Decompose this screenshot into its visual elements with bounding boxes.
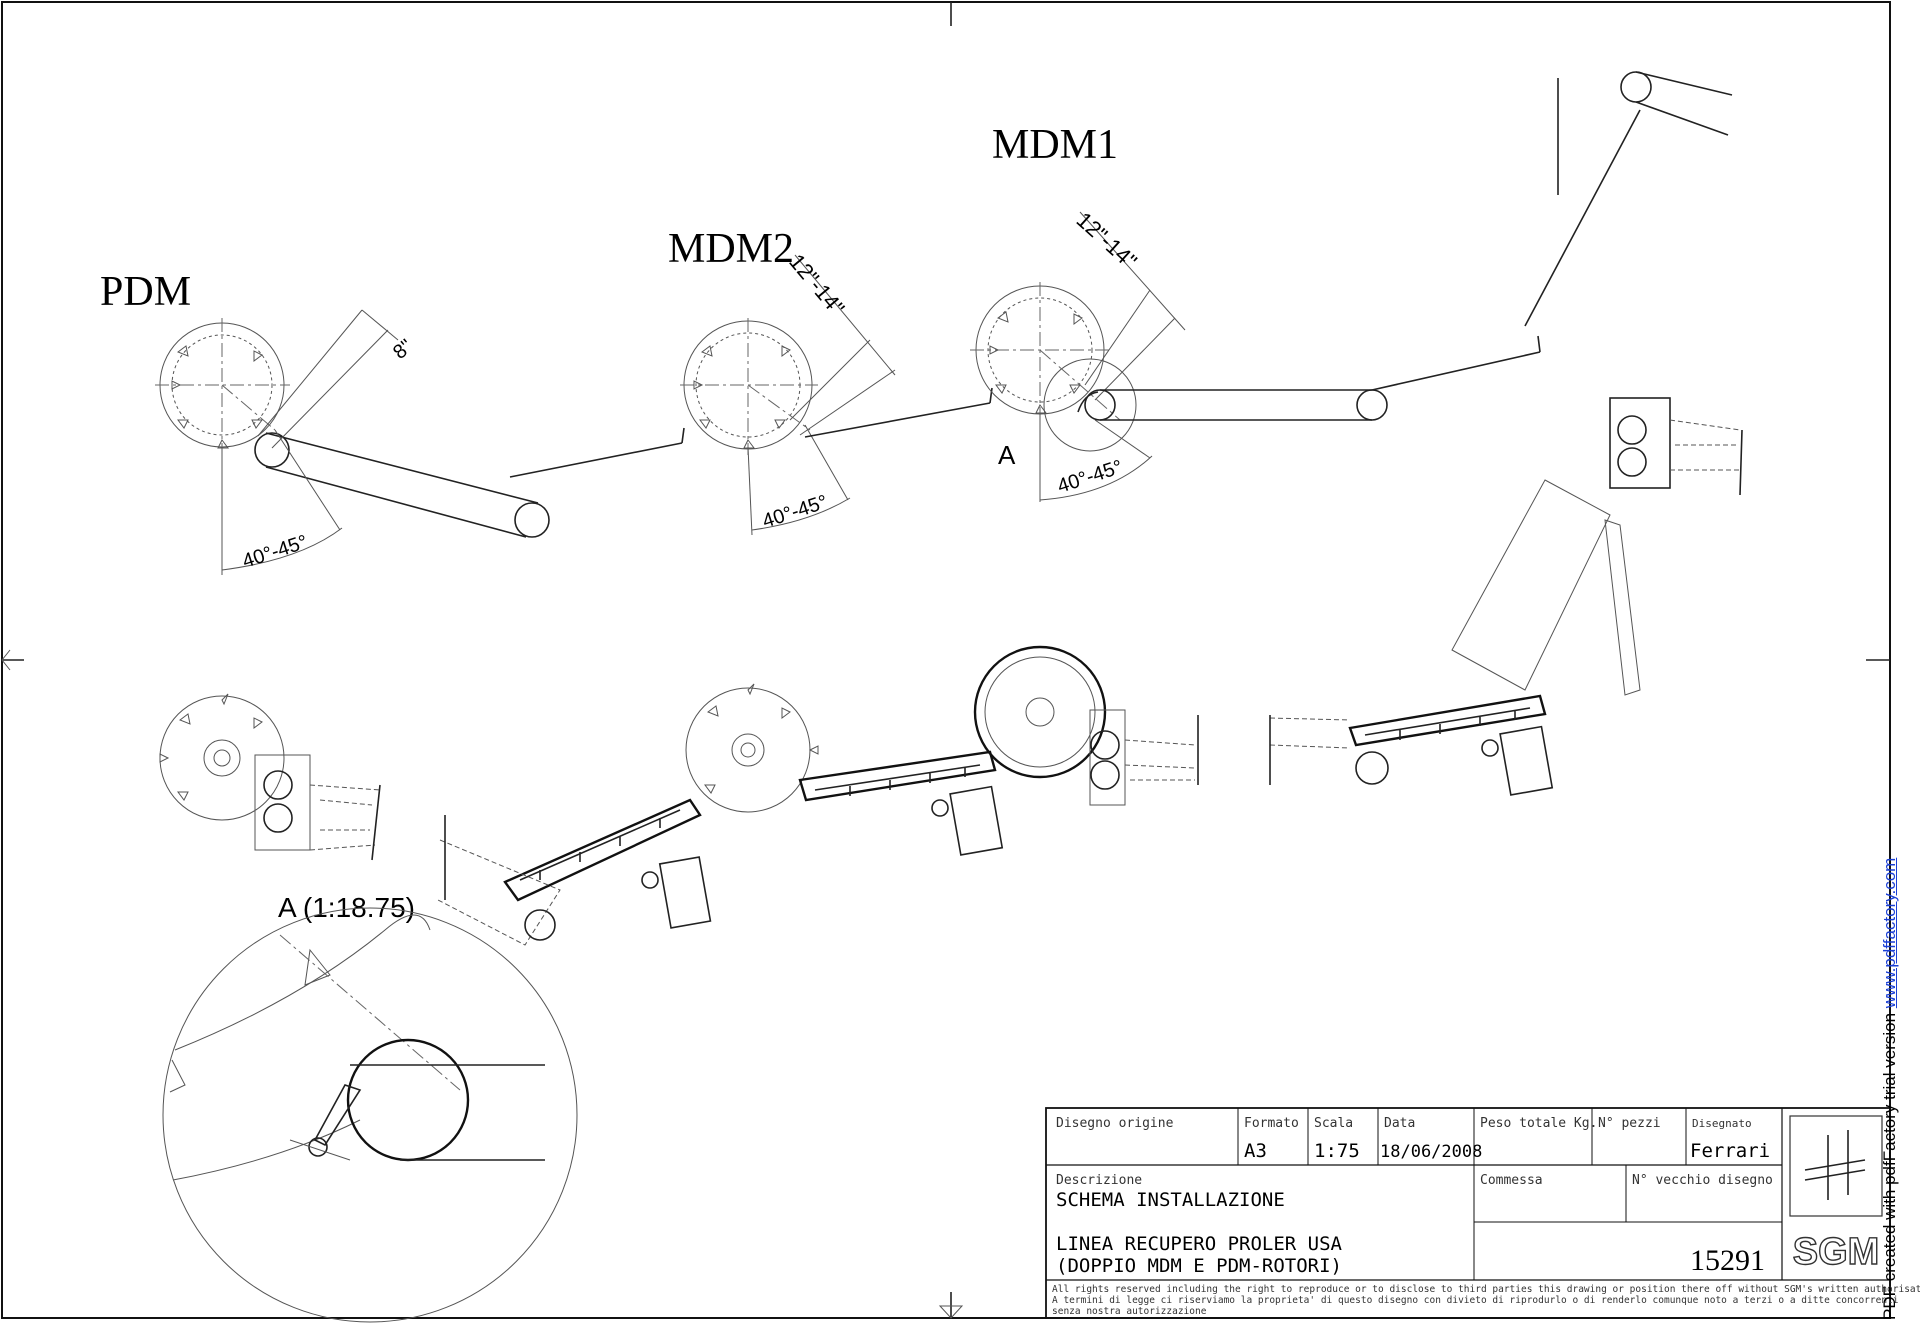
mdm2-dimension — [789, 254, 896, 436]
mdm2-dimension-text: 12"-14" — [784, 249, 849, 320]
pdm-conveyor — [254, 432, 550, 538]
disegno-origine-label: Disegno origine — [1056, 1116, 1174, 1131]
elevation-view — [159, 397, 1743, 946]
rights-line1: All rights reserved including the right … — [1052, 1284, 1920, 1295]
mdm2-angle-arc — [747, 424, 851, 536]
sgm-logo-text: SGM — [1793, 1231, 1880, 1273]
mdm2-angle-text: 40°-45° — [760, 491, 831, 533]
disegnato-label: Disegnato — [1692, 1117, 1752, 1130]
mdm1-dimension — [1079, 211, 1186, 401]
sgm-logo-frame — [1789, 1115, 1883, 1217]
detail-a-title: A (1:18.75) — [278, 892, 415, 923]
dimension-8in-text: 8" — [389, 335, 417, 364]
descrizione-line2: LINEA RECUPERO PROLER USA — [1056, 1233, 1343, 1255]
mdm1-label: MDM1 — [992, 122, 1118, 168]
drawing-number: 15291 — [1690, 1244, 1765, 1277]
pdm-label: PDM — [100, 269, 191, 315]
mdm1-rotor — [970, 282, 1137, 452]
sgm-logo-mark-icon — [1804, 1130, 1866, 1200]
detail-a-marker: A — [998, 440, 1016, 470]
dimension-8in — [257, 309, 399, 449]
descrizione-line1: SCHEMA INSTALLAZIONE — [1056, 1189, 1285, 1211]
descrizione-line3: (DOPPIO MDM E PDM-ROTORI) — [1056, 1255, 1342, 1277]
pdm-angle-arc — [221, 429, 343, 575]
pdm-angle-text: 40°-45° — [240, 531, 311, 573]
watermark-link[interactable]: www.pdffactory.com — [1880, 857, 1899, 1009]
mdm1-angle-arc — [1039, 414, 1153, 502]
rights-line2: A termini di legge ci riserviamo la prop… — [1052, 1295, 1899, 1306]
data-value: 18/06/2008 — [1380, 1142, 1482, 1162]
pdf-watermark: PDF created with pdfFactory trial versio… — [1880, 858, 1900, 1320]
title-block: Disegno origine Formato A3 Scala 1:75 Da… — [1045, 1107, 1920, 1319]
descrizione-label: Descrizione — [1056, 1173, 1142, 1188]
vecchio-disegno-label: N° vecchio disegno — [1632, 1173, 1773, 1188]
link-line-1 — [509, 442, 683, 478]
disegnato-value: Ferrari — [1690, 1140, 1770, 1162]
formato-value: A3 — [1244, 1140, 1267, 1162]
centering-marks — [1, 2, 1890, 1319]
formato-label: Formato — [1244, 1116, 1299, 1131]
top-right-conveyor — [1371, 71, 1733, 391]
peso-label: Peso totale Kg. — [1480, 1116, 1597, 1131]
watermark-text: PDF created with pdfFactory trial versio… — [1880, 1008, 1899, 1320]
rights-line3: senza nostra autorizzazione — [1052, 1306, 1207, 1317]
detail-a-view — [162, 907, 578, 1323]
scala-value: 1:75 — [1314, 1140, 1360, 1162]
pezzi-label: N° pezzi — [1598, 1116, 1661, 1131]
link-line-2 — [804, 402, 991, 438]
mdm1-dimension-text: 12"-14" — [1072, 207, 1142, 274]
scala-label: Scala — [1314, 1116, 1353, 1131]
mdm2-rotor — [680, 318, 818, 455]
mdm2-label: MDM2 — [668, 226, 794, 272]
mdm1-conveyor — [1077, 389, 1388, 421]
data-label: Data — [1384, 1116, 1415, 1131]
commessa-label: Commessa — [1480, 1173, 1543, 1188]
